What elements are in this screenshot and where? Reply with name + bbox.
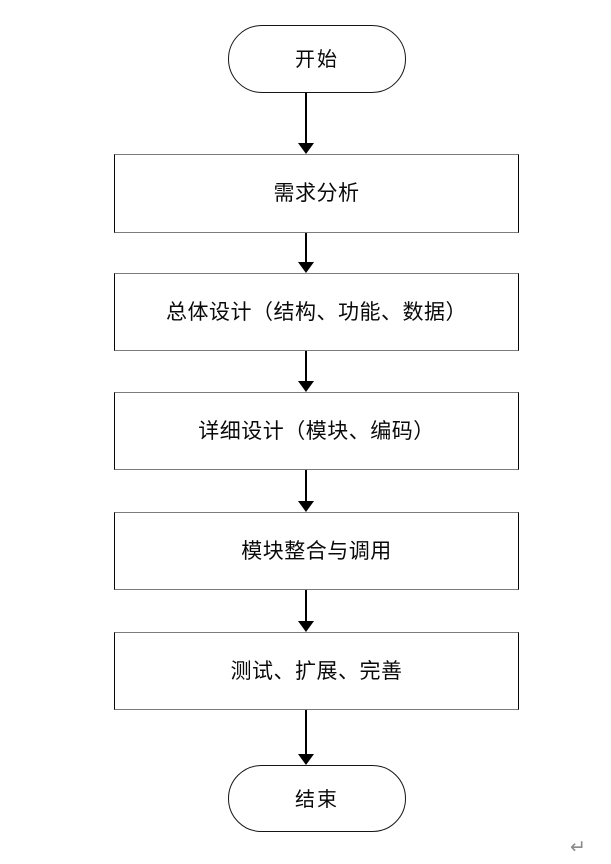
connector-line: [305, 233, 307, 263]
flow-node-test[interactable]: 测试、扩展、完善: [114, 632, 519, 710]
flow-node-overall[interactable]: 总体设计（结构、功能、数据）: [114, 273, 519, 351]
flow-connector-test-to-end: [295, 710, 317, 765]
flow-node-label: 测试、扩展、完善: [230, 658, 403, 683]
flow-connector-detail-to-integrate: [295, 470, 317, 512]
flow-node-label: 开始: [295, 47, 339, 71]
connector-line: [305, 590, 307, 622]
arrowhead-icon: [298, 262, 314, 273]
flow-node-end[interactable]: 结束: [228, 765, 406, 832]
connector-line: [305, 351, 307, 382]
paragraph-return-mark: ↵: [570, 836, 586, 858]
connector-line: [305, 93, 307, 144]
connector-line: [305, 710, 307, 755]
arrowhead-icon: [298, 621, 314, 632]
flow-node-label: 模块整合与调用: [241, 538, 392, 563]
flow-connector-requirement-to-overall: [295, 233, 317, 273]
flow-connector-overall-to-detail: [295, 351, 317, 392]
flow-node-label: 结束: [295, 786, 339, 811]
flow-node-label: 需求分析: [273, 181, 360, 205]
flow-connector-integrate-to-test: [295, 590, 317, 632]
connector-line: [305, 470, 307, 502]
arrowhead-icon: [298, 143, 314, 154]
arrowhead-icon: [298, 381, 314, 392]
arrowhead-icon: [298, 754, 314, 765]
flow-node-requirement[interactable]: 需求分析: [114, 154, 519, 233]
flow-connector-start-to-requirement: [295, 93, 317, 154]
flow-node-detail[interactable]: 详细设计（模块、编码）: [114, 392, 519, 470]
flow-node-label: 详细设计（模块、编码）: [198, 418, 435, 443]
flow-node-label: 总体设计（结构、功能、数据）: [166, 299, 467, 324]
arrowhead-icon: [298, 501, 314, 512]
flow-node-integrate[interactable]: 模块整合与调用: [114, 512, 519, 590]
flow-node-start[interactable]: 开始: [228, 25, 406, 93]
